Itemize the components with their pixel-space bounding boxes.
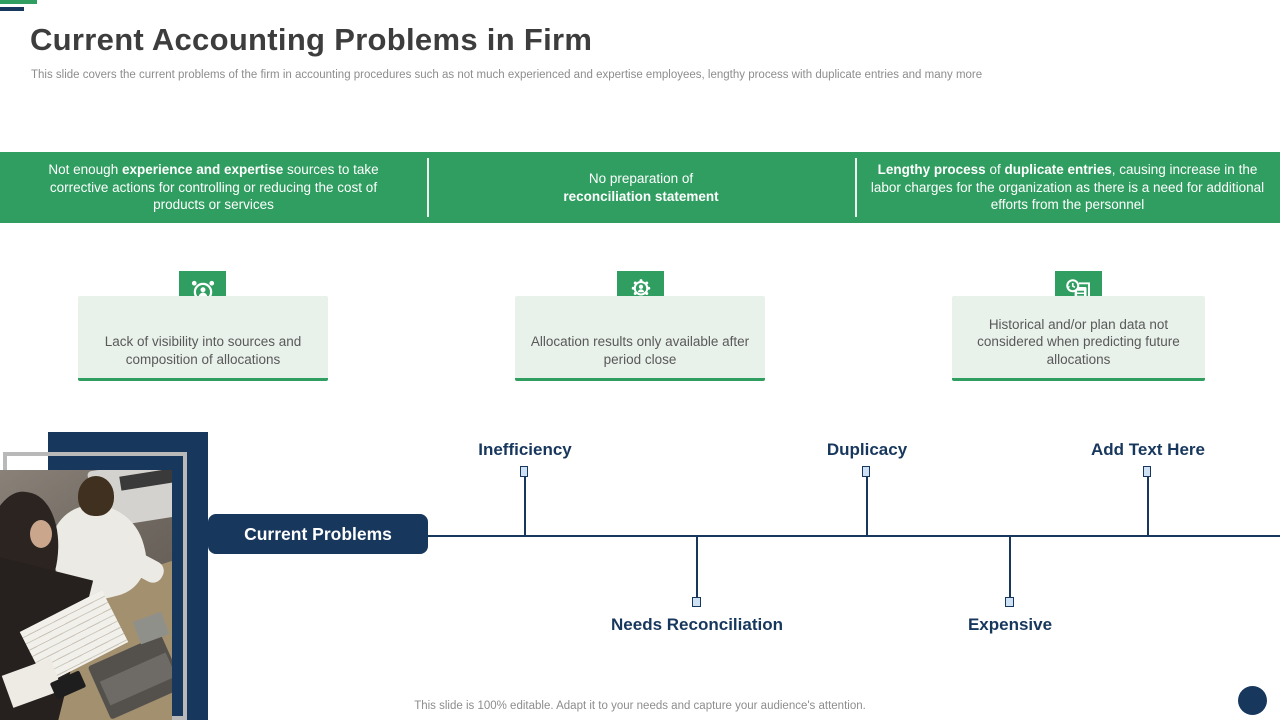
- banner-item-text: Lengthy process of duplicate entries, ca…: [870, 161, 1265, 213]
- page-subtitle: This slide covers the current problems o…: [31, 69, 983, 81]
- timeline-connector: [524, 477, 526, 536]
- timeline-item-inefficiency: Inefficiency: [478, 440, 572, 459]
- timeline-connector: [1009, 537, 1011, 597]
- timeline-item-needs-reconciliation: Needs Reconciliation: [611, 615, 783, 634]
- card-text: Lack of visibility into sources and comp…: [104, 334, 302, 368]
- card-text: Allocation results only available after …: [530, 334, 750, 368]
- slide-corner-dot: [1238, 686, 1267, 715]
- banner-item-experience: Not enough experience and expertise sour…: [0, 152, 427, 223]
- timeline-item-expensive: Expensive: [967, 615, 1053, 634]
- timeline-title-badge: Current Problems: [208, 514, 428, 554]
- timeline-marker: [520, 466, 528, 477]
- banner-item-lengthy-process: Lengthy process of duplicate entries, ca…: [855, 152, 1280, 223]
- timeline-marker: [1143, 466, 1151, 477]
- banner-divider: [855, 158, 857, 217]
- problems-banner: Not enough experience and expertise sour…: [0, 152, 1280, 223]
- banner-divider: [427, 158, 429, 217]
- timeline-item-duplicacy: Duplicacy: [826, 440, 908, 459]
- timeline-marker: [692, 597, 701, 607]
- problem-card-visibility: Lack of visibility into sources and comp…: [78, 296, 328, 381]
- timeline-connector: [1147, 477, 1149, 536]
- team-photo: [0, 470, 172, 720]
- timeline-connector: [866, 477, 868, 536]
- card-text: Historical and/or plan data not consider…: [977, 316, 1180, 368]
- timeline-item-add-text-placeholder: Add Text Here: [1091, 440, 1205, 459]
- problem-card-historical: Historical and/or plan data not consider…: [952, 296, 1205, 381]
- accent-bar-green: [0, 0, 37, 4]
- accent-bar-navy: [0, 7, 24, 11]
- timeline-title: Current Problems: [244, 523, 392, 544]
- editable-note: This slide is 100% editable. Adapt it to…: [414, 700, 866, 712]
- banner-item-text: Not enough experience and expertise sour…: [48, 161, 379, 213]
- timeline-marker: [1005, 597, 1014, 607]
- timeline-connector: [696, 537, 698, 597]
- timeline-axis: [428, 535, 1280, 537]
- page-title: Current Accounting Problems in Firm: [30, 22, 593, 57]
- problem-card-allocation: Allocation results only available after …: [515, 296, 765, 381]
- timeline-marker: [862, 466, 870, 477]
